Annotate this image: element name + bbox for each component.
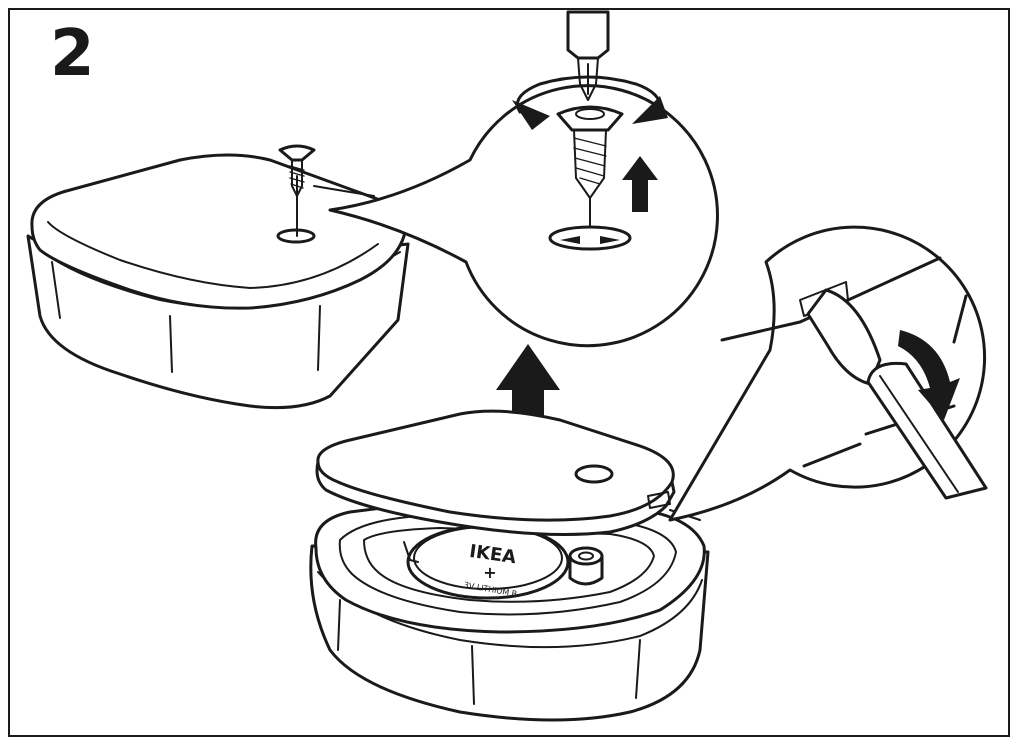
coin-battery-icon: IKEA + 3V LITHIUM B (406, 524, 570, 600)
rotate-arrow-left-icon (512, 100, 550, 130)
rotate-arrow-right-icon (632, 96, 668, 124)
open-device: IKEA + 3V LITHIUM B (309, 500, 710, 722)
arrow-up-icon (622, 156, 658, 212)
zoom-detail-pry (668, 225, 988, 522)
rotate-arrow-icon (516, 75, 662, 114)
screw-icon (278, 144, 316, 197)
arrow-down-icon (898, 330, 960, 420)
battery-polarity-label: + (483, 563, 496, 582)
flat-screwdriver-tip-icon (806, 288, 882, 386)
lifted-lid (315, 409, 701, 536)
zoom-detail-screw (328, 10, 719, 348)
step-number: 2 (50, 17, 95, 91)
closed-device (26, 144, 410, 410)
screwdriver-icon (566, 10, 610, 101)
